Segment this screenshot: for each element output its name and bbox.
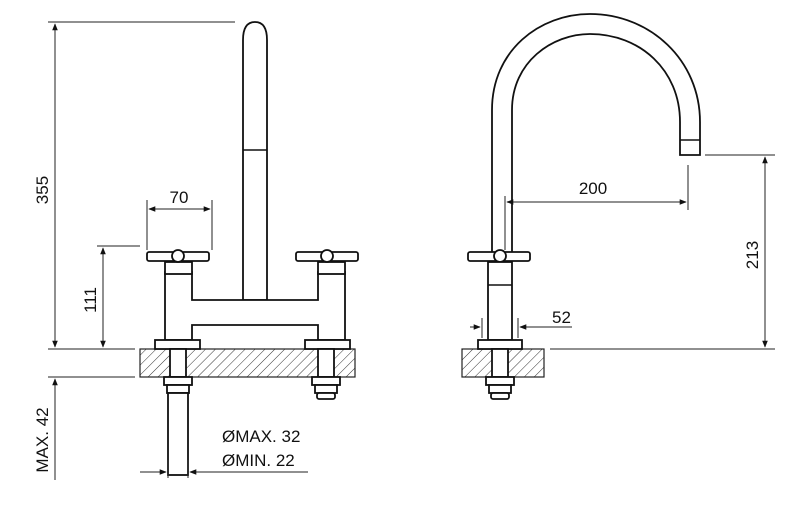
dim-label-213: 213 [743, 241, 762, 269]
dim-label-52: 52 [552, 308, 571, 327]
dim-label-min-diameter: ØMIN. 22 [222, 451, 295, 470]
side-gooseneck-spout [491, 13, 701, 261]
front-right-fixing [311, 348, 341, 400]
dim-label-111: 111 [81, 287, 100, 313]
dim-height-355: 355 [33, 21, 235, 350]
dim-label-70: 70 [170, 188, 189, 207]
side-handle [467, 249, 531, 263]
dim-max-thickness-42: MAX. 42 [33, 376, 135, 480]
dim-handle-height-111: 111 [81, 245, 140, 348]
front-right-handle [295, 249, 359, 275]
side-view: 200 213 52 [461, 13, 775, 400]
dim-label-max-42: MAX. 42 [33, 407, 52, 472]
front-left-fixing [163, 348, 193, 476]
dim-label-355: 355 [33, 176, 52, 204]
dim-spout-height-213: 213 [550, 154, 775, 350]
front-spout-tube [242, 21, 268, 301]
side-fixing [485, 348, 515, 400]
dim-label-max-diameter: ØMAX. 32 [222, 427, 300, 446]
front-view: 355 111 70 MAX. 42 ØMAX. 32 Ø [33, 21, 359, 480]
dim-handle-spacing-70: 70 [146, 188, 213, 250]
dim-spout-reach-200: 200 [504, 165, 689, 250]
dim-label-200: 200 [579, 179, 607, 198]
side-body [487, 261, 513, 341]
front-left-handle [146, 249, 210, 275]
dim-hole-diameter: ØMAX. 32 ØMIN. 22 [140, 427, 308, 478]
dim-body-diameter-52: 52 [470, 308, 572, 338]
